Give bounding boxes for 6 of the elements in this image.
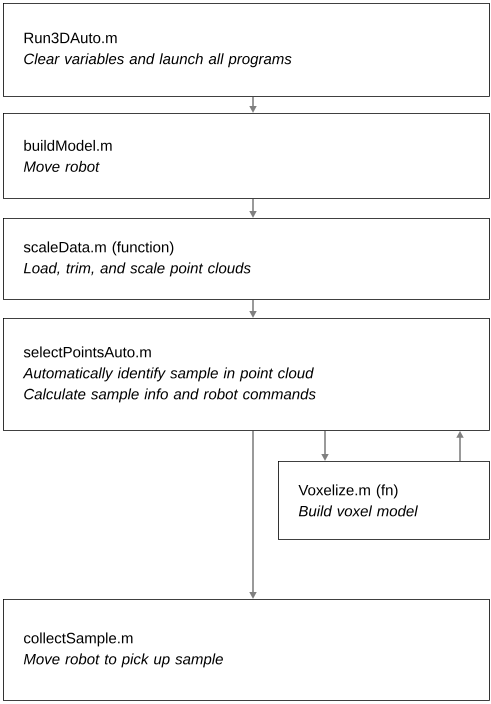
process-box: buildModel.m Move robot <box>3 113 490 199</box>
process-box: Voxelize.m (fn) Build voxel model <box>278 461 490 540</box>
process-box: Run3DAuto.m Clear variables and launch all programs <box>3 3 490 97</box>
process-box: collectSample.m Move robot to pick up sample <box>3 599 490 701</box>
process-box: scaleData.m (function) Load, trim, and scale point clouds <box>3 218 490 300</box>
process-box: selectPointsAuto.m Automatically identify sample in point cloud Calculate sample info and robot commands <box>3 318 490 431</box>
